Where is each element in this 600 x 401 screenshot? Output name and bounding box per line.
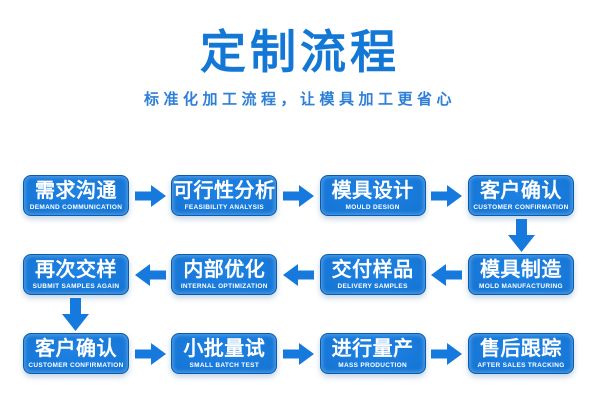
flow-step-mold-manufacturing: 模具制造 MOLD MANUFACTURING bbox=[467, 254, 574, 295]
flow-step-feasibility-analysis: 可行性分析 FEASIBILITY ANALYSIS bbox=[171, 175, 278, 216]
step-subtitle-en: DELIVERY SAMPLES bbox=[337, 282, 408, 290]
step-title-zh: 再次交样 bbox=[35, 258, 117, 281]
flow-step-demand-communication: 需求沟通 DEMAND COMMUNICATION bbox=[23, 175, 129, 216]
arrow-left-icon bbox=[282, 263, 314, 286]
step-title-zh: 售后跟踪 bbox=[479, 337, 562, 360]
step-subtitle-en: DEMAND COMMUNICATION bbox=[29, 203, 123, 211]
arrow-right-icon bbox=[282, 342, 314, 365]
step-title-zh: 模具制造 bbox=[479, 258, 562, 281]
flow-step-after-sales-tracking: 售后跟踪 AFTER SALES TRACKING bbox=[467, 333, 574, 374]
flow-step-customer-confirmation-1: 客户确认 CUSTOMER CONFIRMATION bbox=[467, 175, 574, 216]
arrow-right-icon bbox=[431, 342, 463, 365]
step-subtitle-en: INTERNAL OPTIMIZATION bbox=[180, 282, 268, 290]
step-subtitle-en: SMALL BATCH TEST bbox=[189, 361, 260, 369]
arrow-left-icon bbox=[431, 263, 463, 286]
flow-step-small-batch-test: 小批量试 SMALL BATCH TEST bbox=[171, 333, 278, 374]
step-subtitle-en: AFTER SALES TRACKING bbox=[477, 361, 565, 369]
flow-step-mass-production: 进行量产 MASS PRODUCTION bbox=[319, 333, 426, 374]
step-title-zh: 模具设计 bbox=[331, 179, 414, 202]
flow-row-3: 客户确认 CUSTOMER CONFIRMATION 小批量试 SMALL BA… bbox=[23, 333, 574, 374]
step-title-zh: 可行性分析 bbox=[173, 179, 276, 202]
flow-step-submit-samples-again: 再次交样 SUBMIT SAMPLES AGAIN bbox=[23, 254, 129, 295]
step-subtitle-en: CUSTOMER CONFIRMATION bbox=[28, 361, 124, 369]
flow-step-customer-confirmation-2: 客户确认 CUSTOMER CONFIRMATION bbox=[23, 333, 129, 374]
arrow-right-icon bbox=[431, 184, 463, 207]
flow-step-delivery-samples: 交付样品 DELIVERY SAMPLES bbox=[319, 254, 426, 295]
page-title: 定制流程 bbox=[200, 26, 400, 78]
arrow-down-icon bbox=[508, 219, 535, 252]
step-subtitle-en: CUSTOMER CONFIRMATION bbox=[473, 203, 569, 211]
page-subtitle: 标准化加工流程，让模具加工更省心 bbox=[143, 91, 456, 108]
step-subtitle-en: MASS PRODUCTION bbox=[338, 361, 408, 369]
arrow-right-icon bbox=[134, 184, 166, 207]
step-title-zh: 交付样品 bbox=[331, 258, 414, 281]
step-title-zh: 内部优化 bbox=[183, 258, 266, 281]
step-title-zh: 需求沟通 bbox=[35, 179, 117, 202]
step-title-zh: 客户确认 bbox=[35, 337, 117, 360]
step-subtitle-en: MOLD MANUFACTURING bbox=[479, 282, 563, 290]
step-title-zh: 进行量产 bbox=[331, 337, 414, 360]
step-subtitle-en: SUBMIT SAMPLES AGAIN bbox=[32, 282, 120, 290]
arrow-left-icon bbox=[134, 263, 166, 286]
step-subtitle-en: MOULD DESIGN bbox=[345, 203, 400, 211]
step-title-zh: 小批量试 bbox=[183, 337, 266, 360]
flow-step-internal-optimization: 内部优化 INTERNAL OPTIMIZATION bbox=[171, 254, 278, 295]
step-subtitle-en: FEASIBILITY ANALYSIS bbox=[184, 203, 265, 211]
flow-step-mould-design: 模具设计 MOULD DESIGN bbox=[319, 175, 426, 216]
flow-row-2: 再次交样 SUBMIT SAMPLES AGAIN 内部优化 INTERNAL … bbox=[23, 254, 574, 295]
flow-row-1: 需求沟通 DEMAND COMMUNICATION 可行性分析 FEASIBIL… bbox=[23, 175, 574, 216]
arrow-right-icon bbox=[282, 184, 314, 207]
arrow-down-icon bbox=[62, 298, 89, 331]
arrow-right-icon bbox=[134, 342, 166, 365]
step-title-zh: 客户确认 bbox=[479, 179, 562, 202]
